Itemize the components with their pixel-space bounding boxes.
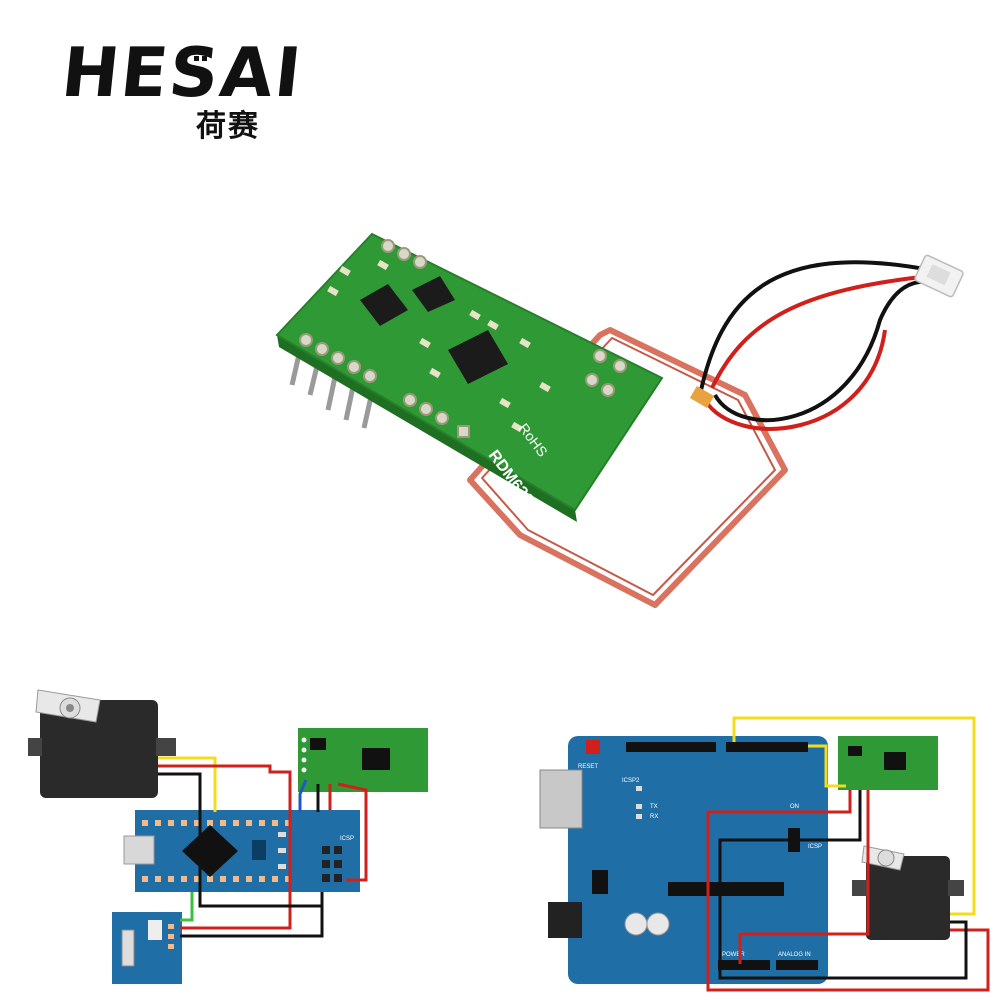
arduino-uno-board: RESET ICSP2 TX RX ON ICSP POWER ANALOG I… xyxy=(539,736,828,984)
logo-dots xyxy=(190,48,207,61)
uno-icsp2-label: ICSP2 xyxy=(622,778,640,784)
rdm6300-module: RDM6300 RoHS xyxy=(275,232,664,522)
uno-reset-label: RESET xyxy=(578,764,598,770)
uno-wiring-diagram: RESET ICSP2 TX RX ON ICSP POWER ANALOG I… xyxy=(539,716,990,992)
arduino-nano-board: ICSP xyxy=(123,810,360,892)
nano-icsp-label: ICSP xyxy=(340,836,354,842)
uno-power-label: POWER xyxy=(722,952,745,958)
uno-tx-label: TX xyxy=(650,804,658,810)
uno-icsp-label: ICSP xyxy=(808,844,822,850)
uno-rx-label: RX xyxy=(650,814,658,820)
brand-logo-chinese: 荷赛 xyxy=(196,109,260,144)
uno-on-label: ON xyxy=(790,804,799,810)
coil-solder-joint xyxy=(689,385,715,409)
rfid-module-right xyxy=(838,736,938,790)
rfid-module-left xyxy=(298,728,428,792)
nano-wiring-diagram: ICSP xyxy=(28,689,428,984)
lead-wires xyxy=(698,260,931,431)
servo-motor-left xyxy=(28,689,176,798)
servo-motor-right xyxy=(852,845,964,940)
jst-connector xyxy=(914,254,964,298)
uno-analog-label: ANALOG IN xyxy=(778,952,811,958)
button-module-left xyxy=(112,912,182,984)
